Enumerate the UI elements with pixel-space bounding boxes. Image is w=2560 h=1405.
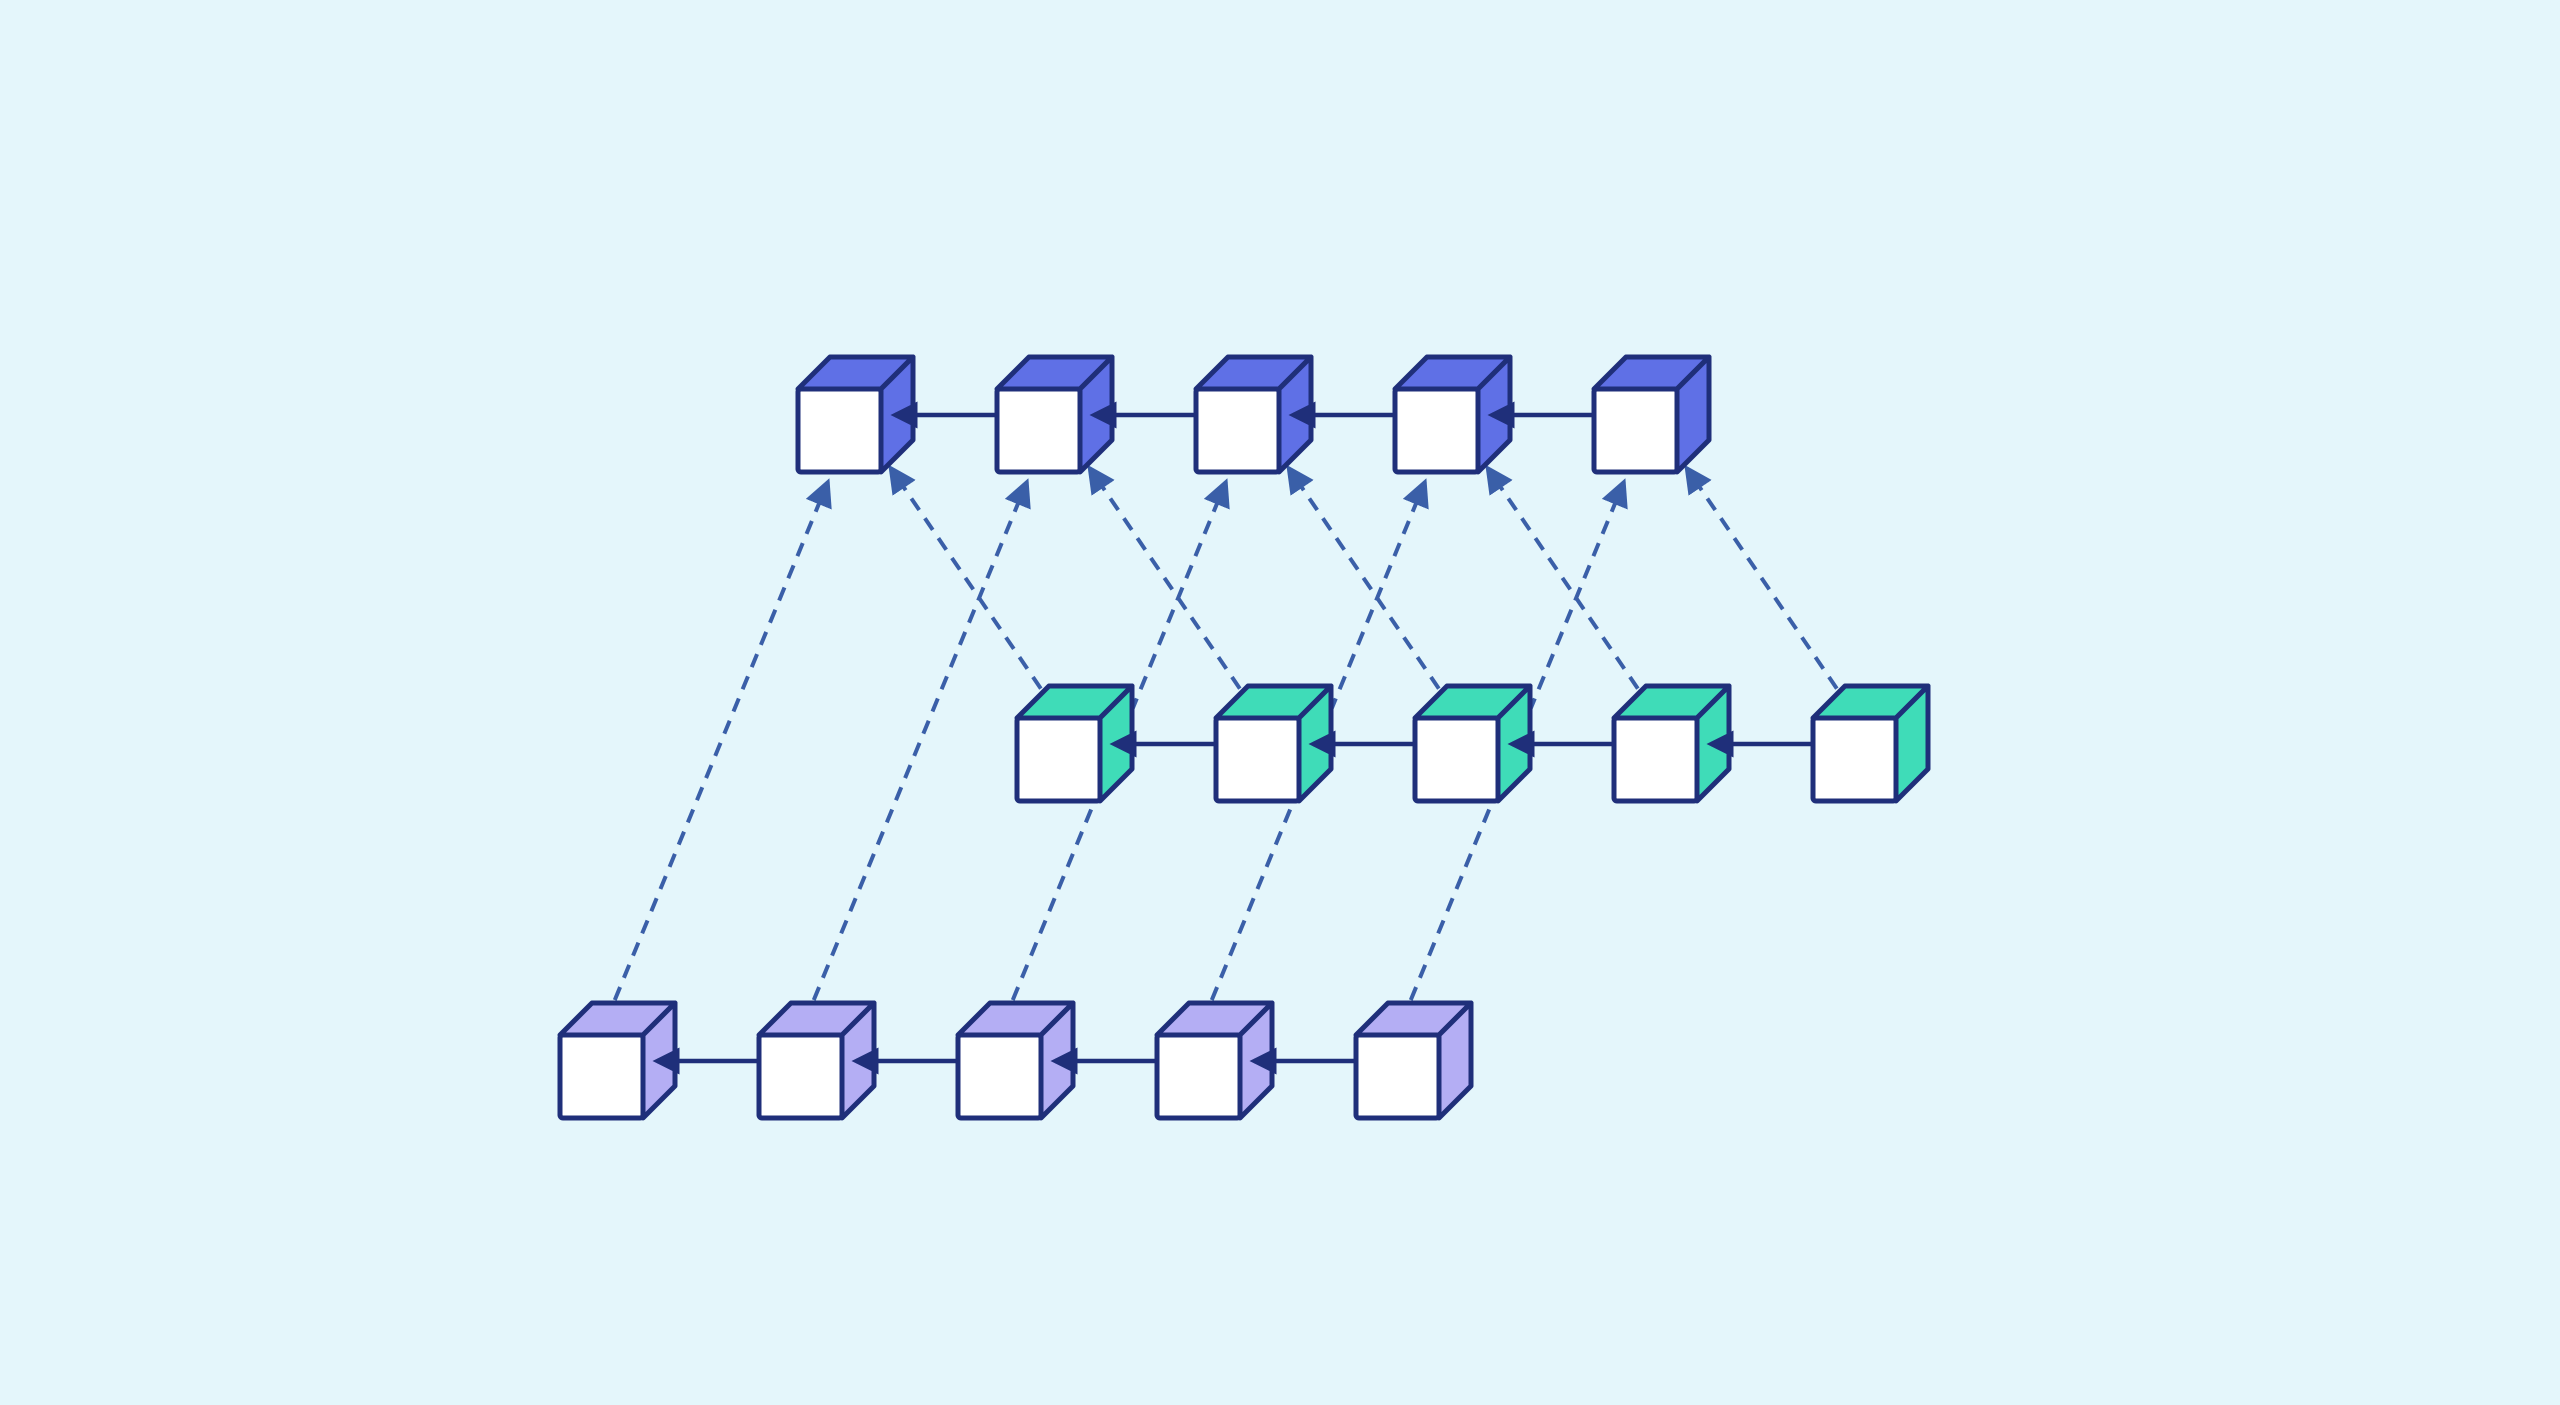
block-front-face — [1014, 715, 1103, 804]
block-front-face — [1412, 715, 1501, 804]
block-front-face — [1392, 386, 1481, 475]
dashed-arrow-middle-to-top — [1087, 464, 1256, 710]
block-front-face — [955, 1032, 1044, 1121]
chain-edges — [652, 401, 1813, 1075]
blocks — [557, 354, 1931, 1121]
block-front-face — [994, 386, 1083, 475]
bottom-row-block — [557, 1000, 678, 1121]
block-front-face — [756, 1032, 845, 1121]
block-front-face — [1611, 715, 1700, 804]
block-front-face — [1154, 1032, 1243, 1121]
dashed-arrow-middle-to-top — [888, 464, 1057, 710]
middle-row-block — [1014, 683, 1135, 804]
block-front-face — [1213, 715, 1302, 804]
bottom-row-block — [1353, 1000, 1474, 1121]
dashed-arrow-middle-to-top — [1684, 464, 1853, 710]
block-front-face — [1810, 715, 1899, 804]
dashed-arrow-bottom-to-top — [802, 478, 1031, 1023]
dashed-arrow-bottom-to-top — [603, 478, 832, 1023]
dashed-arrow-middle-to-top — [1485, 464, 1654, 710]
bottom-row-block — [955, 1000, 1076, 1121]
block-front-face — [1193, 386, 1282, 475]
middle-row-block — [1611, 683, 1732, 804]
top-row-block — [1591, 354, 1712, 475]
bottom-row-block — [756, 1000, 877, 1121]
block-front-face — [1353, 1032, 1442, 1121]
block-front-face — [557, 1032, 646, 1121]
block-front-face — [1591, 386, 1680, 475]
block-front-face — [795, 386, 884, 475]
middle-row-block — [1810, 683, 1931, 804]
dashed-arrow-middle-to-top — [1286, 464, 1455, 710]
